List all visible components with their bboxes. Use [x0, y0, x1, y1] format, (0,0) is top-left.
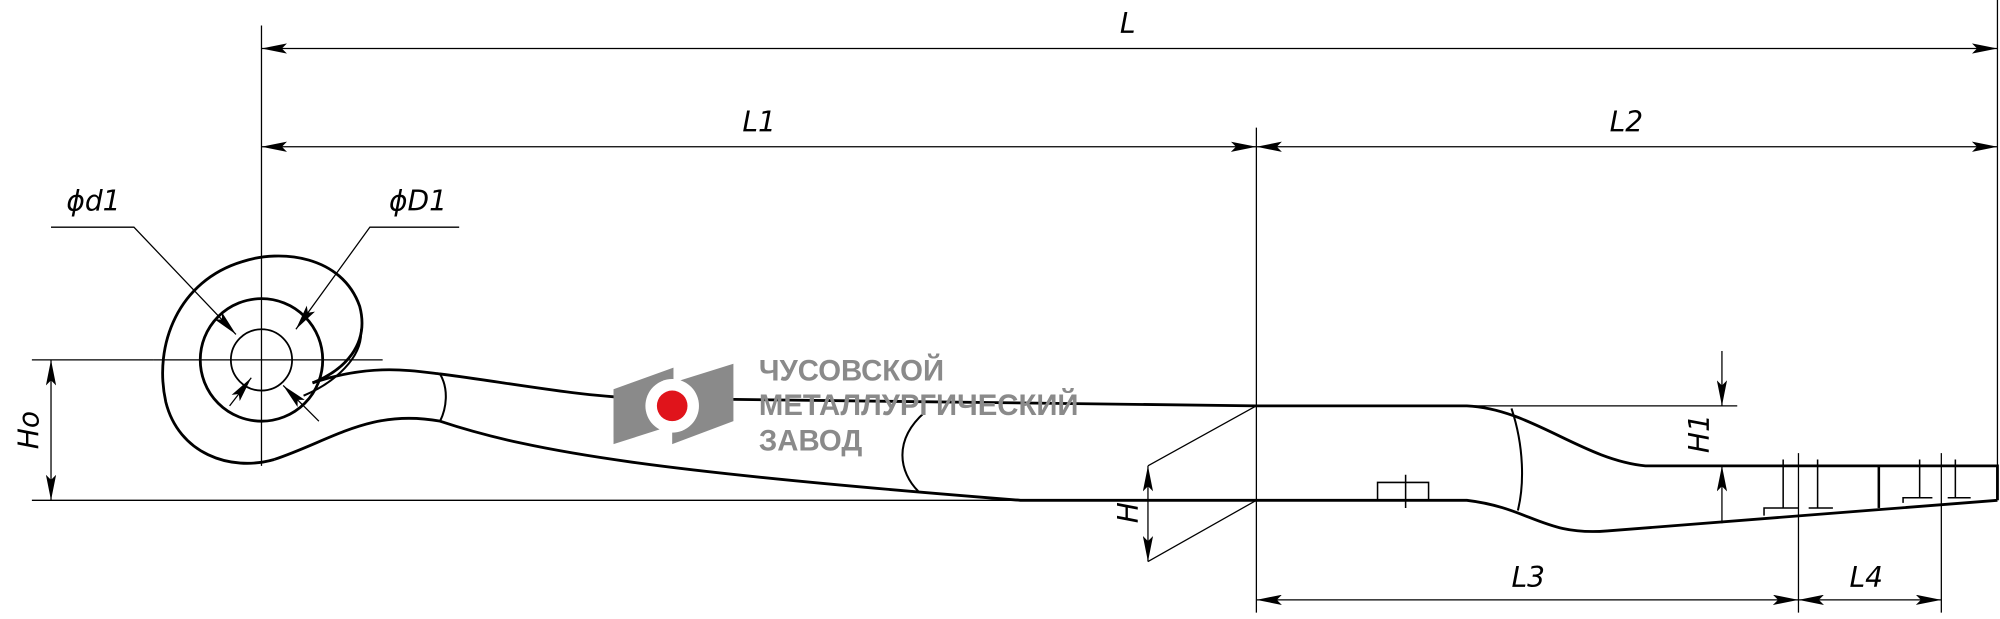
company-logo: ЧУСОВСКОЙ МЕТАЛЛУРГИЧЕСКИЙ ЗАВОД [613, 353, 1079, 458]
label-L2: L2 [1610, 105, 1643, 138]
logo-line-3: ЗАВОД [759, 425, 862, 458]
dim-D1-leader [295, 226, 460, 330]
label-d1: ϕd1 [66, 185, 120, 218]
label-H: H [1112, 502, 1145, 523]
logo-red-dot [656, 390, 688, 422]
logo-line-2: МЕТАЛЛУРГИЧЕСКИЙ [759, 388, 1079, 422]
label-D1: ϕD1 [389, 185, 447, 218]
dimension-lines [31, 0, 1999, 613]
label-Ho: Ho [12, 411, 45, 449]
dim-d1-leader [51, 226, 237, 335]
label-H1: H1 [1683, 414, 1716, 453]
label-L: L [1120, 7, 1136, 40]
spring-outline [161, 254, 1999, 533]
logo-line-1: ЧУСОВСКОЙ [759, 353, 944, 387]
label-L1: L1 [742, 105, 775, 138]
label-L4: L4 [1849, 561, 1882, 594]
label-L3: L3 [1511, 561, 1544, 594]
